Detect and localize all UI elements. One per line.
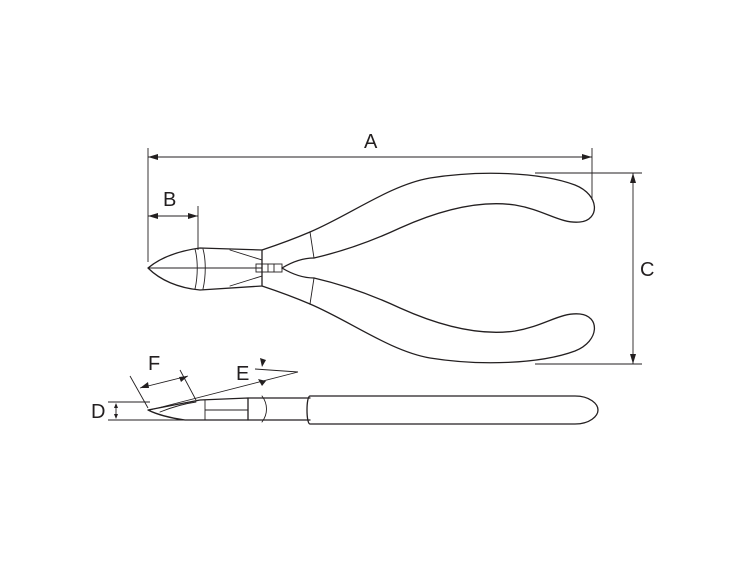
pliers-top-view [147, 172, 596, 364]
lower-neck [261, 285, 311, 305]
dimension-a: A [147, 131, 593, 262]
head-bevel-right [202, 248, 206, 290]
lower-neck-inner [281, 267, 315, 279]
dimension-e: E [149, 358, 299, 411]
dimension-label-c: C [640, 259, 654, 281]
side-blade-notch [204, 399, 249, 421]
pliers-side-view [147, 395, 599, 425]
side-blade-bevel [159, 401, 197, 413]
dimension-label-d: D [91, 401, 105, 423]
side-neck-joint [261, 395, 267, 423]
upper-neck-inner [281, 257, 315, 269]
dimension-d: D [91, 401, 185, 423]
dimension-label-a: A [364, 131, 378, 153]
dimension-c: C [535, 172, 654, 365]
upper-grip-start [309, 231, 315, 259]
upper-neck [261, 231, 311, 251]
dimension-f: F [129, 353, 197, 409]
head-bevel-left [194, 248, 198, 290]
side-neck [247, 397, 311, 421]
dimension-label-e: E [236, 363, 249, 385]
lower-handle [309, 277, 596, 364]
side-grip [306, 395, 599, 425]
dimension-b: B [148, 189, 199, 250]
upper-handle [309, 172, 596, 259]
dimension-label-f: F [148, 353, 160, 375]
side-blade [147, 397, 249, 421]
dimension-label-b: B [163, 189, 176, 211]
lower-grip-start [309, 277, 315, 305]
